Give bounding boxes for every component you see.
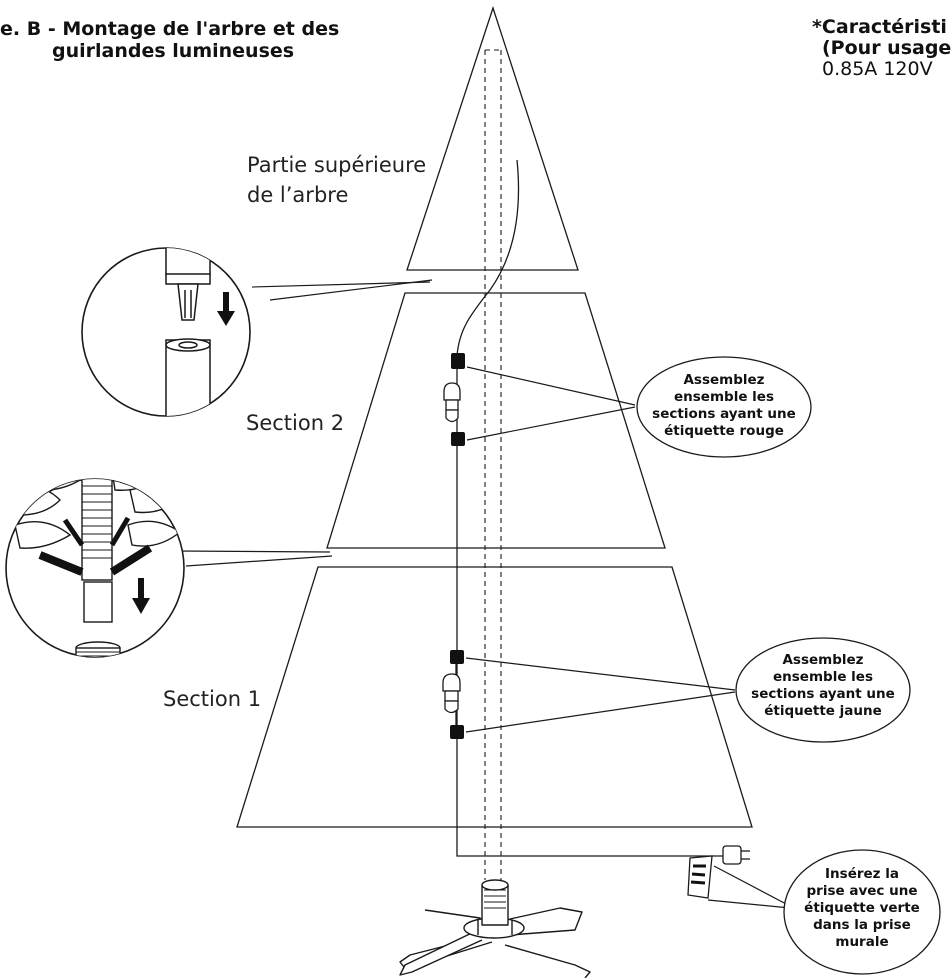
yellow-label-callout [735, 637, 911, 743]
callout-line: étiquette rouge [664, 423, 784, 439]
connector-icon [442, 673, 461, 714]
specs-block: *Caractéristi [812, 16, 947, 38]
callout-line: sections ayant une [751, 686, 895, 702]
specs-line-1: *Caractéristi [812, 16, 947, 38]
center-pole [484, 49, 502, 880]
tree-section-1 [236, 566, 753, 828]
callout-line: ensemble les [773, 669, 873, 685]
section-1-label: Section 1 [163, 686, 261, 712]
tree-section-2 [326, 292, 666, 549]
callout-line: prise avec une [806, 883, 918, 899]
callout-line: Assemblez [782, 652, 864, 668]
top-part-label: Partie supérieure [247, 152, 426, 178]
specs-block-2: (Pour usage [822, 37, 951, 59]
yellow-label-callout-text: Assemblez ensemble les sections ayant un… [743, 652, 903, 720]
callout-line: Assemblez [683, 372, 765, 388]
section-2-text: Section 2 [246, 411, 345, 435]
diagram-subtitle: guirlandes lumineuses [52, 40, 294, 62]
branch-hinge-inset [5, 478, 185, 658]
green-label-callout [783, 849, 941, 975]
pole-joint-inset [81, 247, 251, 417]
diagram-title: e. B - Montage de l'arbre et des [0, 18, 339, 40]
red-label-callout-text: Assemblez ensemble les sections ayant un… [644, 372, 804, 440]
tree-stand-icon [399, 879, 591, 978]
green-label-callout-text: Insérez la prise avec une étiquette vert… [787, 866, 937, 951]
section-1-text: Section 1 [163, 687, 262, 711]
plug-icon [687, 845, 750, 899]
down-arrow-icon [132, 578, 150, 614]
specs-line-2: (Pour usage [822, 37, 952, 59]
tree-top-section [406, 5, 579, 271]
top-part-label-line-2: de l’arbre [247, 183, 349, 207]
callout-line: ensemble les [674, 389, 774, 405]
red-label-band-upper [451, 353, 465, 369]
tree-sections [236, 5, 753, 828]
callout-line: sections ayant une [652, 406, 796, 422]
callout-line: étiquette verte [804, 900, 920, 916]
light-string-wire [456, 159, 724, 857]
callout-line: étiquette jaune [764, 703, 882, 719]
yellow-label-band-upper [450, 650, 464, 664]
specs-line-3: 0.85A 120V [822, 58, 933, 80]
red-label-band-lower [451, 432, 465, 446]
specs-block-3: 0.85A 120V [822, 58, 933, 80]
callout-line: Insérez la [825, 866, 899, 882]
top-part-label-line-1: Partie supérieure [247, 153, 427, 177]
top-part-label-2: de l’arbre [247, 182, 348, 208]
callout-line: dans la prise [813, 917, 911, 933]
title-line-1: e. B - Montage de l'arbre et des [0, 18, 340, 40]
label-bands [450, 353, 465, 739]
red-label-callout [636, 356, 812, 458]
yellow-label-band-lower [450, 725, 464, 739]
callout-line: murale [835, 934, 889, 950]
down-arrow-icon [217, 292, 235, 326]
section-2-label: Section 2 [246, 410, 344, 436]
connector-icon [443, 382, 461, 423]
title-line-2: guirlandes lumineuses [52, 40, 295, 62]
